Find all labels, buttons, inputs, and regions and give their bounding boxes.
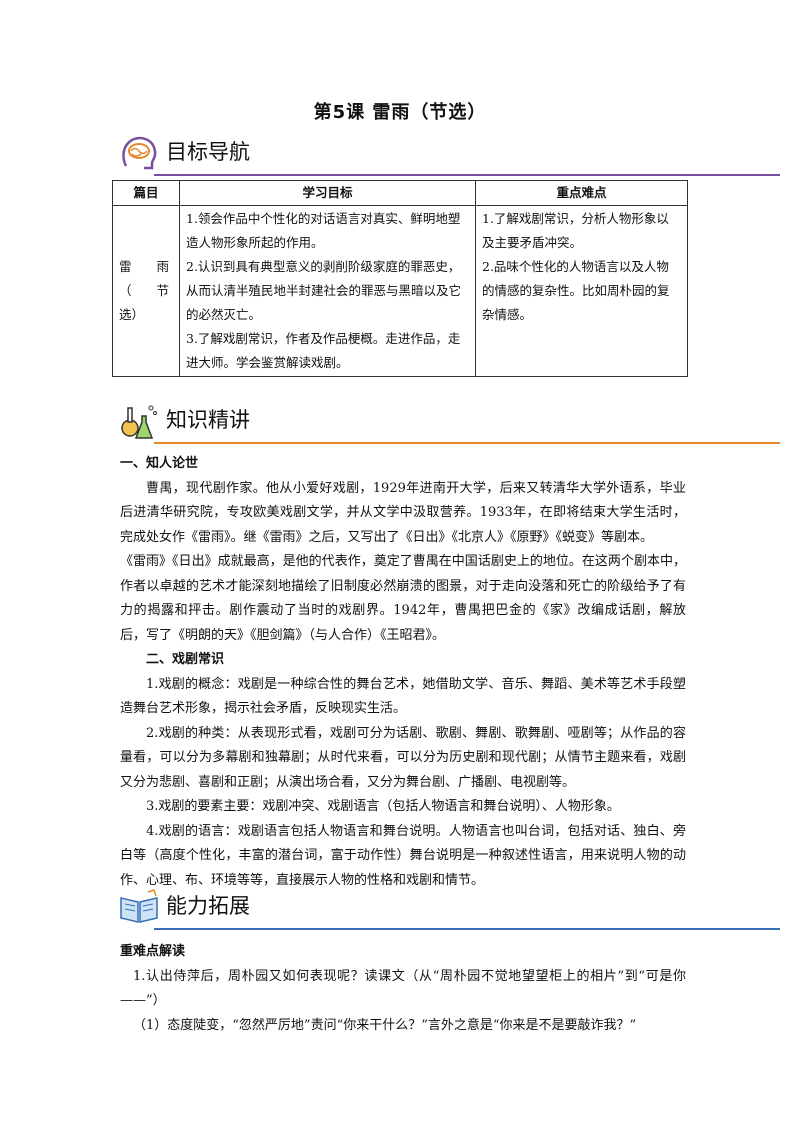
section-divider [154,442,780,444]
learning-goals-cell: 1.领会作品中个性化的对话语言对真实、鲜明地塑造人物形象所起的作用。 2.认识到… [179,205,476,377]
section-label: 目标导航 [166,140,250,164]
subsection-heading: 一、知人论世 [120,456,199,471]
focus-item: 2.品味个性化的人物语言以及人物的情感的复杂性。比如周朴园的复杂情感。 [482,259,670,322]
answer-item: （1）态度陡变，“忽然严厉地”责问“你来干什么？”言外之意是“你来是不是要敲诈我… [133,1017,637,1033]
drama-item: 3.戏剧的要素主要：戏剧冲突、戏剧语言（包括人物语言和舞台说明）、人物形象。 [146,799,620,814]
section-divider [154,928,780,930]
page-title: 第5课 雷雨（节选） [313,102,487,123]
author-paragraph: 曹禺，现代剧作家。他从小爱好戏剧，1929年进南开大学，后来又转清华大学外语系，… [120,480,686,545]
section-label: 能力拓展 [166,894,250,918]
focus-item: 1.了解戏剧常识，分析人物形象以及主要矛盾冲突。 [482,211,669,250]
column-header: 重点难点 [475,180,688,206]
section-header-ability: 能力拓展 [118,886,780,930]
question-item: 1.认出侍萍后，周朴园又如何表现呢？读课文（从“周朴园不觉地望望柜上的相片”到“… [120,968,686,1009]
goal-item: 3.了解戏剧常识，作者及作品梗概。走进作品，走进大师。学会鉴赏解读戏剧。 [186,331,461,370]
section-header-knowledge: 知识精讲 [118,400,780,444]
lesson-name-cell: 雷 雨 （ 节 选） [112,205,180,377]
section-divider [154,174,780,176]
section-header-goals: 目标导航 [118,132,780,176]
brain-head-icon [122,136,157,170]
goal-item: 1.领会作品中个性化的对话语言对真实、鲜明地塑造人物形象所起的作用。 [186,211,461,250]
table-row: 雷 雨 （ 节 选） 1.领会作品中个性化的对话语言对真实、鲜明地塑造人物形象所… [112,205,688,377]
column-header: 学习目标 [179,180,476,206]
lab-flask-icon [121,405,157,439]
drama-item: 4.戏剧的语言：戏剧语言包括人物语言和舞台说明。人物语言也叫台词，包括对话、独白… [120,823,686,888]
goal-item: 2.认识到具有典型意义的剥削阶级家庭的罪恶史，从而认清半殖民地半封建社会的罪恶与… [186,259,462,322]
column-header: 篇目 [112,180,180,206]
lesson-name-line: （ 节 [119,283,170,298]
ability-content: 重难点解读 1.认出侍萍后，周朴园又如何表现呢？读课文（从“周朴园不觉地望望柜上… [120,940,686,1038]
section-label: 知识精讲 [166,408,250,432]
lesson-name-line: 雷 雨 [119,259,170,274]
open-book-icon [120,889,158,923]
drama-item: 2.戏剧的种类：从表现形式看，戏剧可分为话剧、歌剧、舞剧、歌舞剧、哑剧等；从作品… [120,725,686,790]
key-points-cell: 1.了解戏剧常识，分析人物形象以及主要矛盾冲突。 2.品味个性化的人物语言以及人… [475,205,688,377]
subsection-heading: 二、戏剧常识 [146,652,225,667]
drama-item: 1.戏剧的概念：戏剧是一种综合性的舞台艺术，她借助文学、音乐、舞蹈、美术等艺术手… [120,676,686,717]
knowledge-content: 一、知人论世 曹禺，现代剧作家。他从小爱好戏剧，1929年进南开大学，后来又转清… [120,452,686,893]
table-header-row: 篇目 学习目标 重点难点 [112,180,688,206]
lesson-name-line: 选） [119,307,145,322]
goals-table: 篇目 学习目标 重点难点 雷 雨 （ 节 选） 1.领会作品中个性化的对话语言对… [112,180,688,377]
author-paragraph-2: 《雷雨》《日出》成就最高，是他的代表作，奠定了曹禺在中国话剧史上的地位。在这两个… [120,554,686,643]
subsection-heading: 重难点解读 [120,944,186,959]
